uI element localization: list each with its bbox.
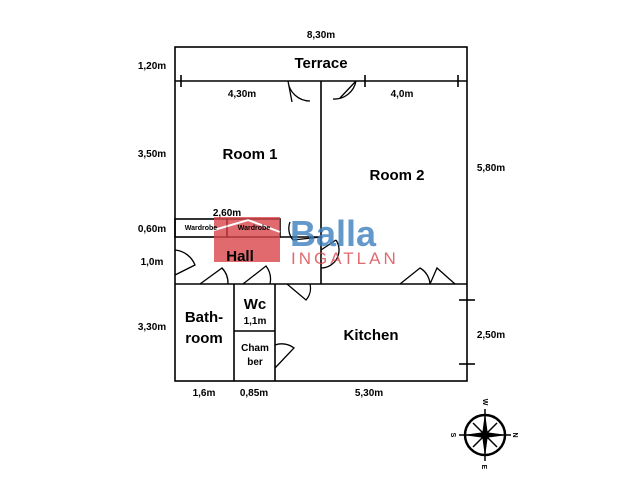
label-terrace: Terrace <box>294 55 347 72</box>
dim-bottom-depth: 3,30m <box>138 322 166 333</box>
dim-hall-depth: 1,0m <box>141 257 164 268</box>
watermark-logo: Balla INGATLAN <box>213 213 399 268</box>
dim-room1-width: 4,30m <box>228 89 256 100</box>
label-bathroom-1: Bath- <box>185 309 223 326</box>
label-room2: Room 2 <box>369 167 424 184</box>
label-hall: Hall <box>226 248 254 265</box>
walls <box>174 46 475 382</box>
label-wc-size: 1,1m <box>244 316 267 327</box>
label-bathroom-2: room <box>185 330 223 347</box>
dim-top-width: 8,30m <box>307 30 335 41</box>
dim-kitchen-width: 5,30m <box>355 388 383 399</box>
compass-rose-icon: W S N E <box>449 399 518 470</box>
label-wc: Wc <box>244 296 267 313</box>
doors <box>174 80 456 369</box>
dim-right-depth: 5,80m <box>477 163 505 174</box>
dim-terrace-depth: 1,20m <box>138 61 166 72</box>
label-chamber-1: Cham <box>241 343 269 354</box>
label-room1: Room 1 <box>222 146 277 163</box>
dim-room1-depth: 3,50m <box>138 149 166 160</box>
dim-bathroom-width: 1,6m <box>193 388 216 399</box>
compass-right-label: N <box>511 432 518 437</box>
label-wardrobe-1: Wardrobe <box>185 225 218 232</box>
dim-wc-width: 0,85m <box>240 388 268 399</box>
label-kitchen: Kitchen <box>343 327 398 344</box>
compass-left-label: S <box>449 433 456 438</box>
watermark-sub: INGATLAN <box>291 249 399 268</box>
compass-bottom-label: E <box>480 465 487 470</box>
watermark-brand: Balla <box>290 213 377 254</box>
label-chamber-2: ber <box>247 357 263 368</box>
dim-kitchen-depth: 2,50m <box>477 330 505 341</box>
dim-wardrobe-width: 2,60m <box>213 208 241 219</box>
compass-top-label: W <box>481 399 488 406</box>
dim-wardrobe-depth: 0,60m <box>138 224 166 235</box>
label-wardrobe-2: Wardrobe <box>238 225 271 232</box>
dim-room2-width: 4,0m <box>391 89 414 100</box>
